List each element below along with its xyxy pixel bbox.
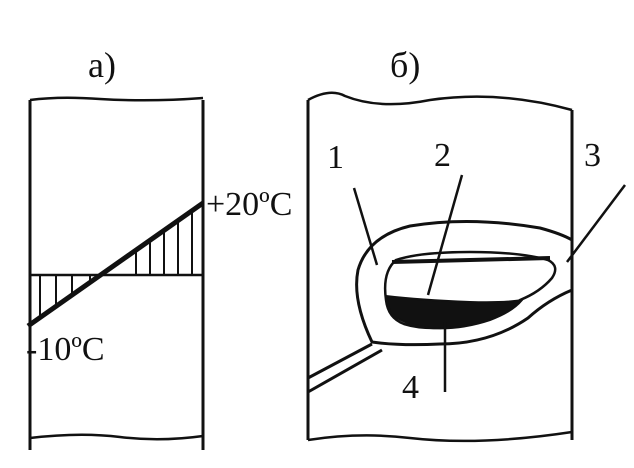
callout-1: 1 bbox=[327, 139, 344, 176]
panel-b-top-break bbox=[307, 91, 573, 112]
temperature-hatching bbox=[39, 210, 193, 318]
callout-4: 4 bbox=[402, 369, 419, 406]
temperature-gradient-line bbox=[26, 200, 205, 329]
temp-label-top: +20ºC bbox=[206, 186, 292, 223]
callout-3: 3 bbox=[584, 137, 601, 174]
temp-label-bottom: -10ºC bbox=[26, 331, 105, 368]
panel-b: б) 1 2 3 4 bbox=[306, 45, 626, 443]
ice-deposit bbox=[384, 294, 525, 330]
panel-b-label: б) bbox=[390, 45, 420, 85]
outer-cavity-contour bbox=[355, 219, 574, 347]
callout-2: 2 bbox=[434, 137, 451, 174]
panel-a: а) +20ºC -10ºC bbox=[26, 45, 292, 450]
water-level-line bbox=[391, 256, 551, 264]
panel-a-top-break bbox=[29, 96, 204, 102]
leader-line-3 bbox=[566, 184, 626, 263]
leader-line-2 bbox=[426, 174, 464, 296]
crack-upper-edge bbox=[307, 342, 373, 380]
panel-a-label: а) bbox=[88, 45, 116, 85]
leader-line-1 bbox=[352, 187, 379, 266]
panel-b-bottom-break bbox=[307, 430, 573, 443]
crack-lower-edge bbox=[307, 348, 383, 394]
panel-a-bottom-break bbox=[29, 433, 204, 441]
